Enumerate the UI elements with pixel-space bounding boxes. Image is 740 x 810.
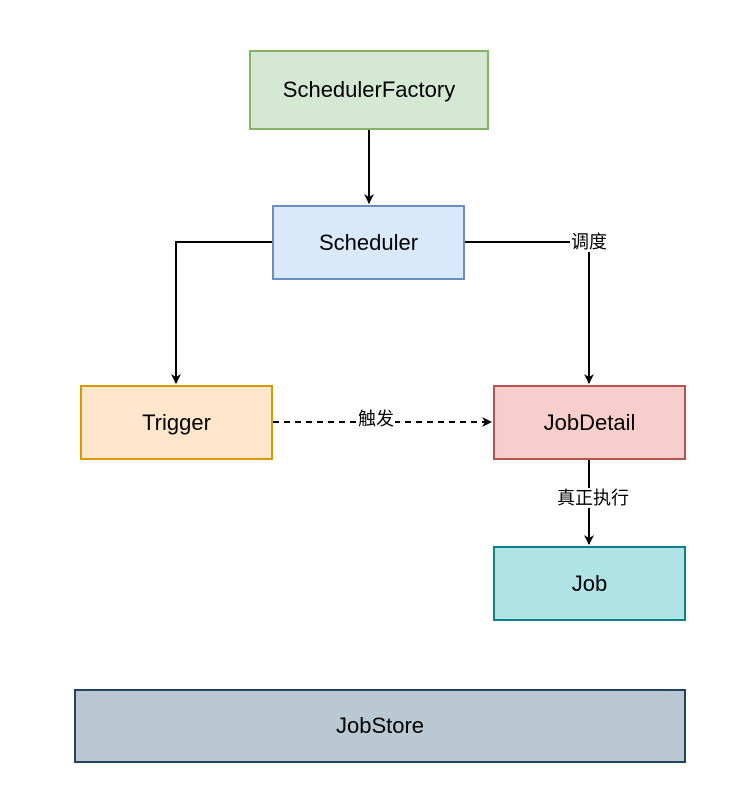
trigger-label: Trigger	[142, 409, 211, 435]
scheduler-factory-label: SchedulerFactory	[282, 77, 456, 102]
edge-scheduler-to-jobdetail	[465, 241, 594, 384]
job-store-node: JobStore	[74, 689, 686, 763]
scheduler-factory-node: SchedulerFactory	[249, 50, 489, 130]
edge-label-execute: 真正执行	[556, 488, 630, 508]
job-detail-label: JobDetail	[543, 409, 636, 435]
job-store-label: JobStore	[335, 713, 425, 738]
scheduler-label: Scheduler	[318, 229, 419, 255]
edge-label-trigger: 触发	[357, 409, 395, 429]
job-detail-node: JobDetail	[493, 385, 686, 460]
job-label: Job	[571, 570, 608, 596]
edge-label-dispatch: 调度	[570, 232, 608, 252]
trigger-node: Trigger	[80, 385, 273, 460]
scheduler-node: Scheduler	[272, 205, 465, 280]
edge-scheduler-to-trigger	[171, 241, 272, 384]
job-node: Job	[493, 546, 686, 621]
